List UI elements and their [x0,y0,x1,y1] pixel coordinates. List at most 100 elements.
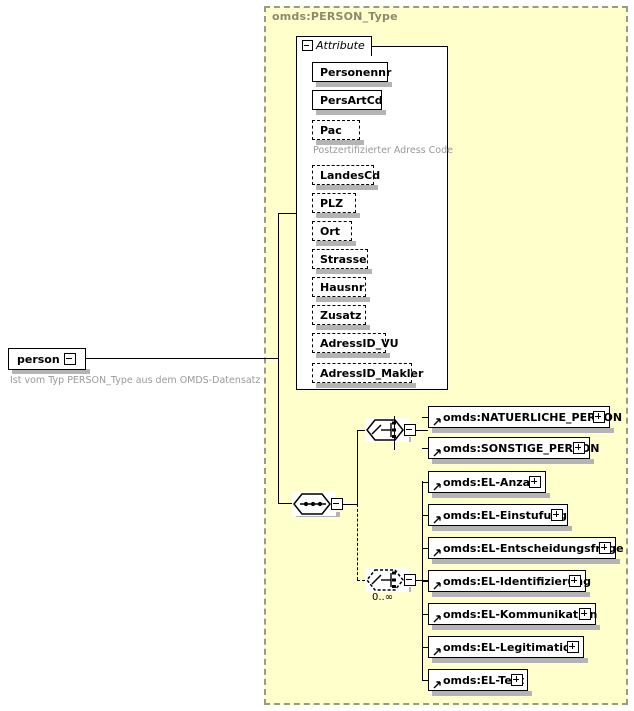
attribute-plz[interactable]: PLZ [312,193,356,213]
connector-choice-top-bus [394,416,395,450]
element-shadow [432,428,614,433]
connector-to-element [422,548,428,549]
attribute-pac[interactable]: Pac [312,120,360,140]
attribute-adressid-vu[interactable]: AdressID_VU [312,333,399,353]
element-reference-arrow-icon [433,449,441,457]
root-element-annotation: Ist vom Typ PERSON_Type aus dem OMDS-Dat… [10,375,261,386]
attribute-zusatz[interactable]: Zusatz [312,305,366,325]
attribute-label: Ort [320,225,341,238]
element-omds-el-kommunikation[interactable]: omds:EL-Kommunikation [428,603,598,625]
root-element-collapse-toggle[interactable] [64,353,76,365]
attribute-shadow [316,110,386,115]
attribute-collapse-toggle[interactable] [302,40,313,51]
connector-to-element [422,448,428,449]
sequence-compositor[interactable] [292,492,336,516]
sequence-collapse-toggle[interactable] [331,498,343,510]
attribute-ort[interactable]: Ort [312,221,352,241]
element-reference-arrow-icon [433,483,441,491]
connector-trunk-to-sequence [278,503,292,504]
connector-root-to-type [86,358,278,359]
choice-bottom-compositor[interactable] [365,568,409,592]
element-label: omds:EL-Einstufung [443,509,568,522]
element-reference-arrow-icon [433,648,441,656]
element-label: omds:EL-Identifizierung [443,575,591,588]
attribute-tab[interactable] [296,36,372,56]
element-shadow [432,658,588,663]
attribute-label: Hausnr [320,281,365,294]
element-omds-natuerliche-person[interactable]: omds:NATUERLICHE_PERSON [428,406,622,428]
connector-trunk [278,213,279,504]
choice-top-compositor[interactable] [365,418,409,442]
root-element-shadow [12,369,90,374]
connector-choice-bottom-bus [422,481,423,680]
attribute-persartcd[interactable]: PersArtCd [312,90,383,110]
element-shadow [432,592,590,597]
connector-sequence-right [343,504,357,505]
attribute-hausnr[interactable]: Hausnr [312,277,366,297]
element-omds-sonstige-person[interactable]: omds:SONSTIGE_PERSON [428,437,599,459]
element-shadow [432,559,620,564]
connector-to-element [422,515,428,516]
connector-to-element [422,614,428,615]
element-reference-arrow-icon [433,549,441,557]
attribute-adressid-makler[interactable]: AdressID_Makler [312,363,423,383]
attribute-shadow [316,383,416,388]
element-omds-el-text[interactable]: omds:EL-Text [428,669,528,691]
attribute-label: PLZ [320,197,344,210]
attribute-landescd[interactable]: LandesCd [312,165,380,185]
connector-trunk-to-attribute [278,213,297,214]
attribute-shadow [316,297,370,302]
element-expand-toggle[interactable] [567,641,579,653]
element-reference-arrow-icon [433,516,441,524]
connector-sequence-down-dashed [357,504,358,580]
attribute-shadow [316,269,372,274]
attribute-shadow [316,241,356,246]
attribute-shadow [316,325,370,330]
element-expand-toggle[interactable] [511,674,523,686]
element-expand-toggle[interactable] [573,442,585,454]
attribute-shadow [316,213,360,218]
element-label: omds:NATUERLICHE_PERSON [443,411,623,424]
attribute-annotation: Postzertifizierter Adress Code [313,145,453,156]
connector-to-element [422,647,428,648]
element-expand-toggle[interactable] [593,411,605,423]
element-omds-el-legitimation[interactable]: omds:EL-Legitimation [428,636,584,658]
connector-to-element [422,417,428,418]
attribute-shadow [316,140,364,145]
attribute-panel [296,46,448,390]
attribute-label: PersArtCd [320,94,383,107]
choice-bottom-collapse-toggle[interactable] [404,574,416,586]
element-omds-el-einstufung[interactable]: omds:EL-Einstufung [428,504,568,526]
connector-sequence-up [357,430,358,504]
element-omds-el-identifizierung[interactable]: omds:EL-Identifizierung [428,570,591,592]
element-label: omds:EL-Entscheidungsfrage [443,542,624,555]
choice-top-collapse-toggle[interactable] [404,424,416,436]
element-expand-toggle[interactable] [551,509,563,521]
connector-choice-top-right [416,430,428,431]
attribute-shadow [316,82,392,87]
connector-to-choice-top [357,430,365,431]
attribute-label: LandesCd [320,169,381,182]
attribute-label: Strasse [320,253,367,266]
element-omds-el-anzahl[interactable]: omds:EL-Anzahl [428,471,546,493]
element-expand-toggle[interactable] [569,575,581,587]
attribute-strasse[interactable]: Strasse [312,249,368,269]
complex-type-title: omds:PERSON_Type [272,10,398,23]
element-omds-el-entscheidungsfrage[interactable]: omds:EL-Entscheidungsfrage [428,537,624,559]
connector-to-element [422,680,428,681]
attribute-personennr[interactable]: Personennr [312,62,392,82]
connector-to-choice-bottom-dashed [357,580,365,581]
connector-to-element [422,581,428,582]
element-expand-toggle[interactable] [529,476,541,488]
element-label: omds:SONSTIGE_PERSON [443,442,600,455]
element-label: omds:EL-Kommunikation [443,608,598,621]
element-expand-toggle[interactable] [599,542,611,554]
element-reference-arrow-icon [433,582,441,590]
element-shadow [432,526,572,531]
element-expand-toggle[interactable] [579,608,591,620]
attribute-shadow [316,353,390,358]
attribute-tab-label: Attribute [316,39,365,52]
choice-bottom-cardinality: 0..∞ [372,592,394,603]
element-shadow [432,691,532,696]
attribute-label: Personennr [320,66,392,79]
